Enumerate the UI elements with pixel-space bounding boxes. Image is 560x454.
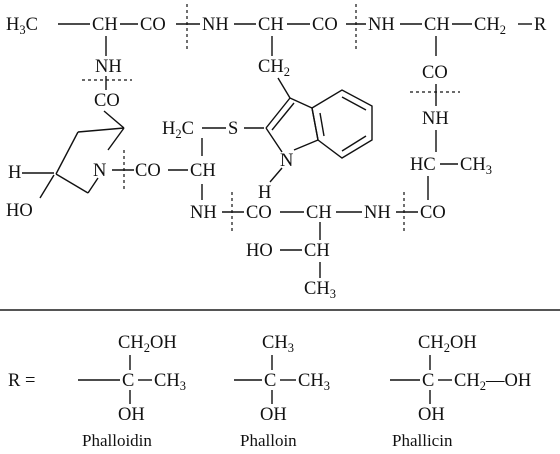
bond <box>341 96 367 111</box>
ch-thr2-label: CH <box>304 241 330 261</box>
h3c-label: H3​C <box>6 15 38 37</box>
bond <box>55 173 89 194</box>
ch2-trp-label: CH2​ <box>258 57 290 79</box>
bond <box>265 97 291 129</box>
pro-h-label: H <box>8 163 21 183</box>
ch-ala-label: CH <box>92 15 118 35</box>
co-bottom-label: CO <box>246 203 272 223</box>
ch-label: CH <box>424 15 450 35</box>
variant-phalloin: CH3​ C CH3​ OH Phalloin <box>234 333 330 450</box>
variant-top-label: CH2​OH <box>418 333 477 355</box>
bond <box>289 97 313 109</box>
bond <box>87 177 99 194</box>
ch3-right-label: CH3​ <box>460 155 492 177</box>
nh-bottom2-label: NH <box>364 203 391 223</box>
bond <box>271 102 295 131</box>
bond <box>277 77 291 99</box>
bond <box>265 127 283 153</box>
bond <box>319 112 325 137</box>
bond <box>77 127 125 133</box>
bond <box>55 131 79 175</box>
bond <box>293 139 319 151</box>
variant-center-c: C <box>122 371 134 391</box>
r-group-label: R <box>534 15 547 35</box>
variant-name: Phalloidin <box>82 431 152 450</box>
nh-ala-label: NH <box>95 57 122 77</box>
bond <box>107 127 125 151</box>
variant-oh-label: OH <box>418 405 445 425</box>
bond <box>341 135 367 152</box>
bond <box>39 174 55 199</box>
nh-bottom-label: NH <box>190 203 217 223</box>
bond <box>103 110 125 129</box>
variant-right-label: CH2​—OH <box>454 371 531 393</box>
h2c-label: H2​C <box>162 119 194 141</box>
ch-thr-label: CH <box>306 203 332 223</box>
nh-label: NH <box>368 15 395 35</box>
ch-cys-label: CH <box>190 161 216 181</box>
co-cys-label: CO <box>135 161 161 181</box>
nh-trp-label: NH <box>202 15 229 35</box>
pro-n-label: N <box>93 161 106 181</box>
bond <box>269 167 283 183</box>
ho-thr-label: HO <box>246 241 273 261</box>
variant-right-label: CH3​ <box>298 371 330 393</box>
co-right-label: CO <box>422 63 448 83</box>
benzene-ring <box>311 89 373 159</box>
variant-phallicin: CH2​OH C CH2​—OH OH Phallicin <box>390 333 531 450</box>
variant-phalloidin: CH2​OH C CH3​ OH Phalloidin <box>78 333 186 450</box>
co-trp-label: CO <box>312 15 338 35</box>
co-ala-label: CO <box>140 15 166 35</box>
hc-right-label: HC <box>410 155 436 175</box>
r-equals-label: R = <box>8 371 35 391</box>
variant-center-c: C <box>264 371 276 391</box>
variant-oh-label: OH <box>260 405 287 425</box>
indole-h-label: H <box>258 183 271 203</box>
indole-n-label: N <box>280 151 293 171</box>
variant-oh-label: OH <box>118 405 145 425</box>
variant-center-c: C <box>422 371 434 391</box>
variant-top-label: CH2​OH <box>118 333 177 355</box>
ch3-thr-label: CH3​ <box>304 279 336 301</box>
variant-name: Phallicin <box>392 431 453 450</box>
co-hyp-label: CO <box>94 91 120 111</box>
sulfur-label: S <box>228 119 238 139</box>
variant-name: Phalloin <box>240 431 297 450</box>
variant-right-label: CH3​ <box>154 371 186 393</box>
nh-right-label: NH <box>422 109 449 129</box>
variant-top-label: CH3​ <box>262 333 294 355</box>
ch-trp-label: CH <box>258 15 284 35</box>
pro-ho-label: HO <box>6 201 33 221</box>
co-bottom2-label: CO <box>420 203 446 223</box>
ch2-label: CH2​ <box>474 15 506 37</box>
